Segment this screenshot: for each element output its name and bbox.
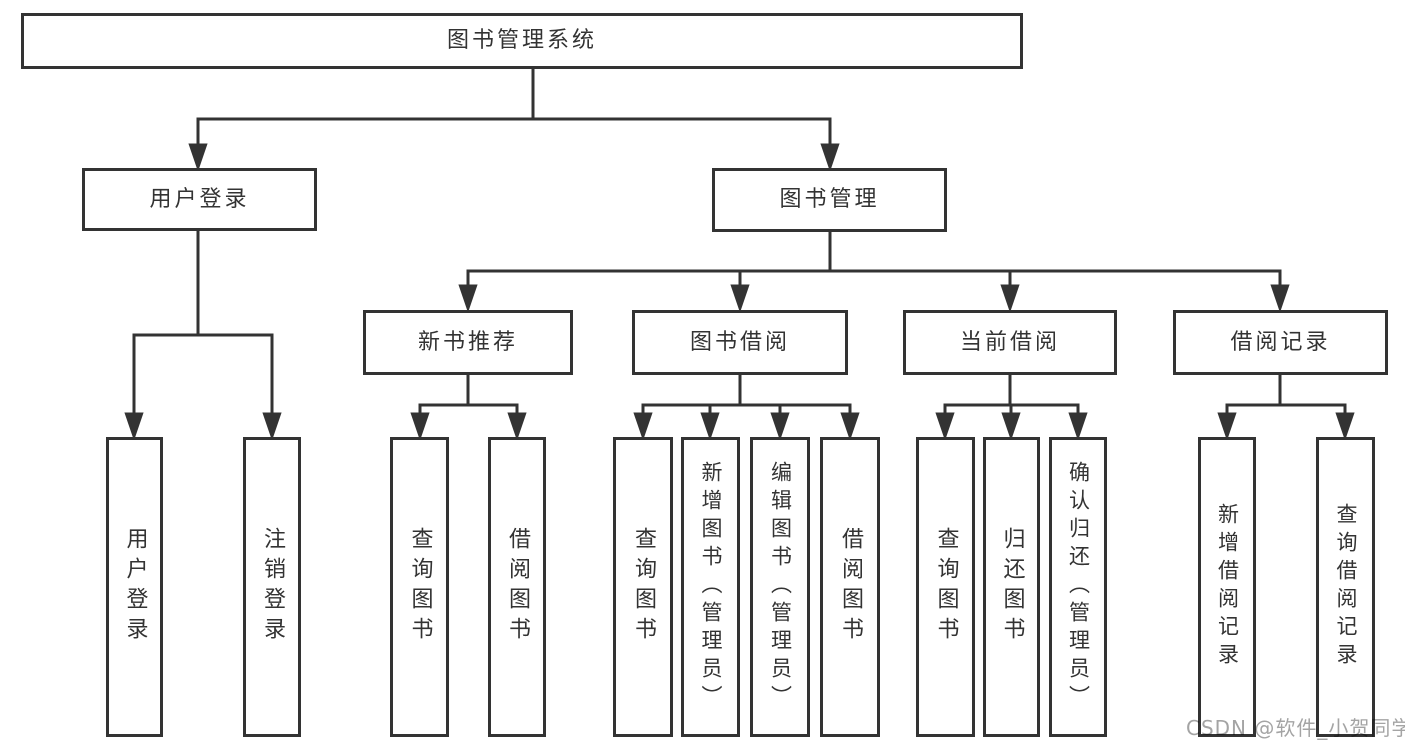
leaf-confirm-return-admin: 确认归还（管理员）: [1049, 437, 1107, 737]
leaf-logout: 注销登录: [243, 437, 301, 737]
leaf-add-borrow-record: 新增借阅记录: [1198, 437, 1256, 737]
leaf-borrow-books: 借阅图书: [820, 437, 880, 737]
leaf-borrow-books-recommend: 借阅图书: [488, 437, 546, 737]
leaf-edit-books-admin: 编辑图书（管理员）: [750, 437, 810, 737]
leaf-query-books-current: 查询图书: [916, 437, 975, 737]
node-book-borrowing: 图书借阅: [632, 310, 848, 375]
leaf-query-borrow-record: 查询借阅记录: [1316, 437, 1375, 737]
leaf-user-login: 用户登录: [106, 437, 163, 737]
leaf-add-books-admin: 新增图书（管理员）: [681, 437, 740, 737]
node-user-login: 用户登录: [82, 168, 317, 231]
leaf-return-books: 归还图书: [983, 437, 1040, 737]
node-borrowing-records: 借阅记录: [1173, 310, 1388, 375]
leaf-query-books-borrow: 查询图书: [613, 437, 673, 737]
leaf-query-books-recommend: 查询图书: [390, 437, 449, 737]
node-new-book-recommend: 新书推荐: [363, 310, 573, 375]
watermark: CSDN @软件_小贺同学: [1186, 716, 1405, 740]
node-book-management: 图书管理: [712, 168, 947, 232]
node-library-system: 图书管理系统: [21, 13, 1023, 69]
node-current-borrowing: 当前借阅: [903, 310, 1117, 375]
